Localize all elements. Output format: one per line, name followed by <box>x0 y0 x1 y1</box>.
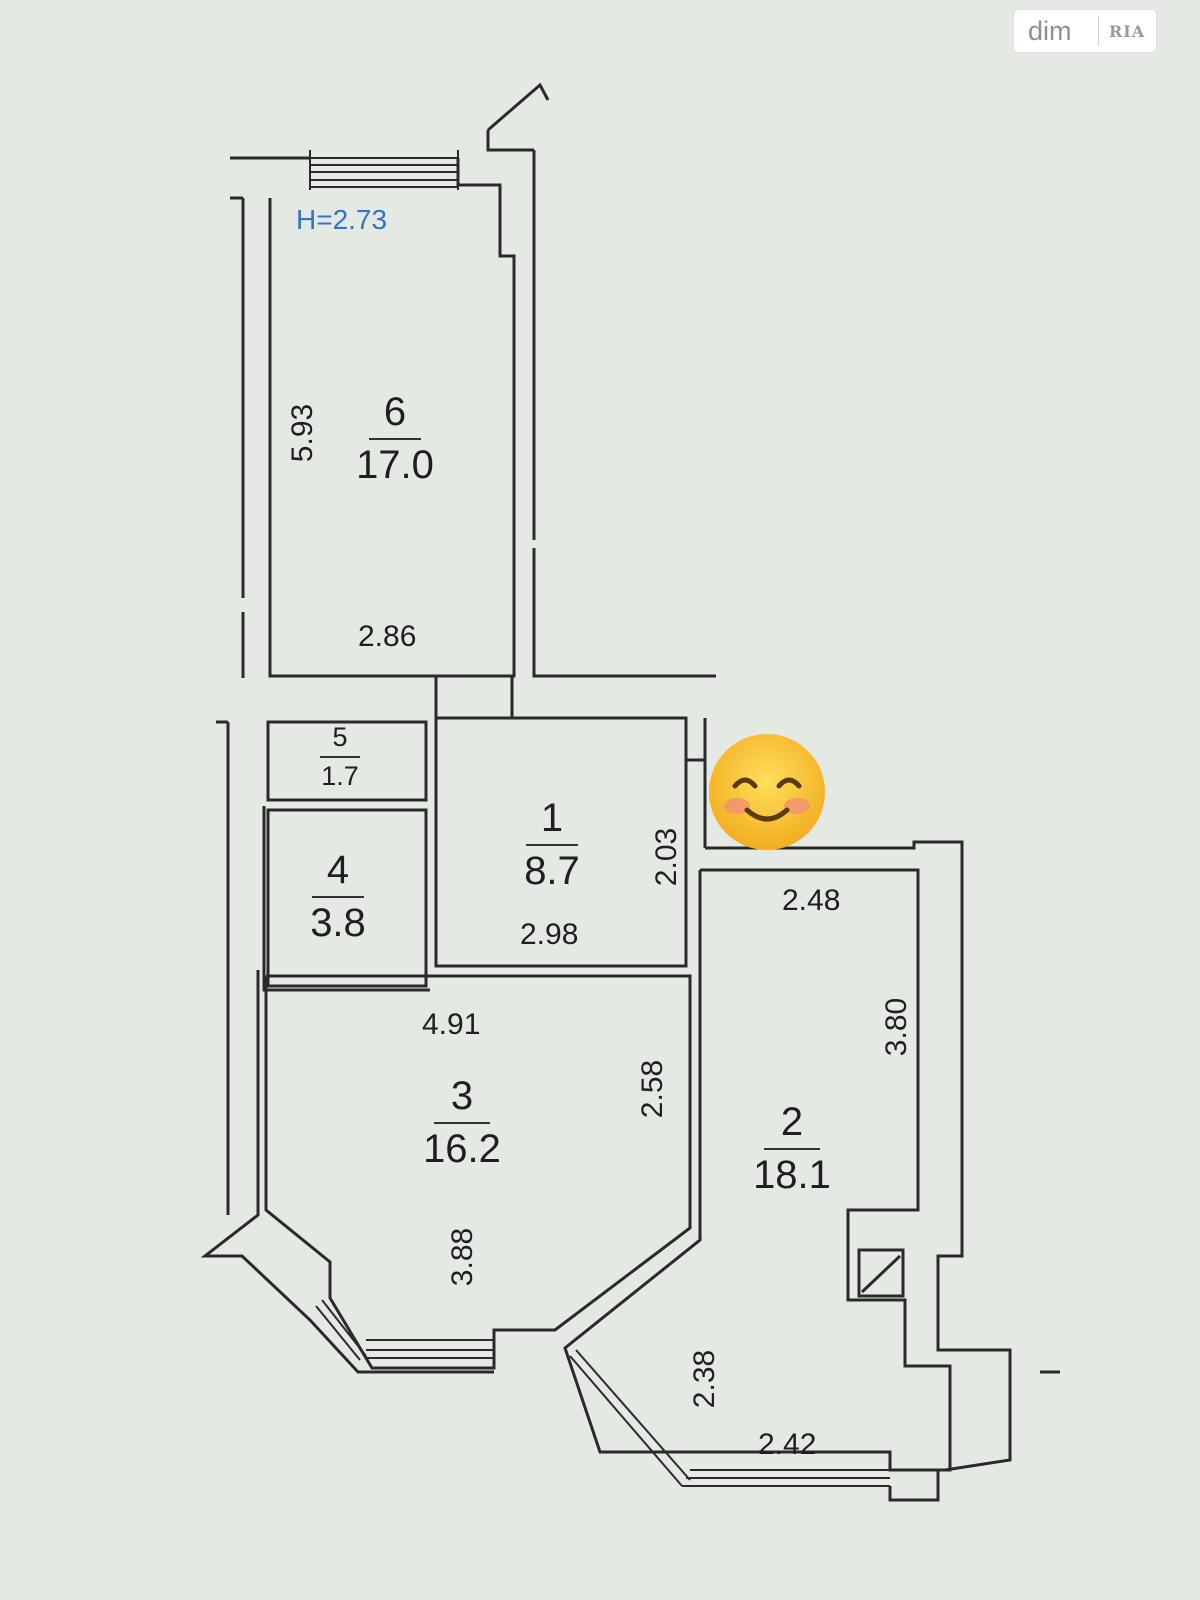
wall-room5 <box>266 720 428 802</box>
logo-separator <box>1098 16 1099 46</box>
wall-room3 <box>264 974 692 1370</box>
wall-room3-outer <box>200 970 494 1374</box>
room-area: 16.2 <box>423 1127 501 1171</box>
dimension-room1-side: 2.03 <box>650 827 684 887</box>
logo-left-text: dim <box>1028 15 1072 46</box>
room-area: 1.7 <box>321 761 359 791</box>
dimension-room2-side: 3.80 <box>880 997 914 1057</box>
vent-diagonal <box>860 1254 902 1294</box>
room-label-6: 6 17.0 <box>350 390 440 488</box>
dimension-room6-bottom: 2.86 <box>358 620 417 653</box>
room-number: 4 <box>326 848 350 892</box>
wall-room4-outer <box>262 806 430 992</box>
smiling-face-icon <box>709 734 825 850</box>
wall-room2-outer <box>705 840 1012 1472</box>
wall-room6-right-outer-2 <box>532 548 716 678</box>
wall-room2 <box>563 868 952 1472</box>
dimension-room2-bottom: 2.42 <box>758 1428 817 1461</box>
dimension-room3-side: 2.58 <box>636 1059 670 1119</box>
room-number: 6 <box>383 390 407 434</box>
room-area: 18.1 <box>753 1153 831 1197</box>
ceiling-height-label: H=2.73 <box>296 204 388 235</box>
walls <box>200 82 1060 1502</box>
dimension-room3-top: 4.91 <box>422 1008 481 1041</box>
room-number: 1 <box>540 796 564 840</box>
vent-shaft <box>857 1248 905 1298</box>
room-number: 2 <box>780 1100 804 1144</box>
dimension-room3-lower: 3.88 <box>446 1227 480 1287</box>
wall-room1 <box>434 716 688 968</box>
wall-room4 <box>266 808 428 988</box>
wall-room2-bottom <box>888 1470 940 1502</box>
room-label-4: 4 3.8 <box>298 848 378 946</box>
wall-door-top <box>487 82 550 132</box>
dimension-room1-bottom: 2.98 <box>520 918 579 951</box>
room-area: 8.7 <box>524 849 580 893</box>
room-label-2: 2 18.1 <box>742 1100 842 1198</box>
room-label-3: 3 16.2 <box>412 1074 512 1172</box>
room-area: 17.0 <box>356 443 434 487</box>
window-room6 <box>309 150 459 190</box>
dimension-room2-top: 2.48 <box>782 884 841 917</box>
dim-ria-logo: dim RIA <box>1014 10 1156 52</box>
window-room2 <box>569 1349 890 1487</box>
room-number: 3 <box>450 1074 474 1118</box>
room-label-1: 1 8.7 <box>512 796 592 894</box>
room-number: 5 <box>332 722 348 752</box>
wall-door-top-2 <box>486 130 534 152</box>
dimension-room6-side: 5.93 <box>286 403 320 463</box>
dimension-room2-lower-side: 2.38 <box>688 1349 722 1409</box>
room-area: 3.8 <box>310 901 366 945</box>
wall-room6-left-inner <box>268 158 516 678</box>
window-room3 <box>315 1299 494 1361</box>
logo-right-text: RIA <box>1109 21 1146 41</box>
room-label-5: 5 1.7 <box>305 722 375 792</box>
